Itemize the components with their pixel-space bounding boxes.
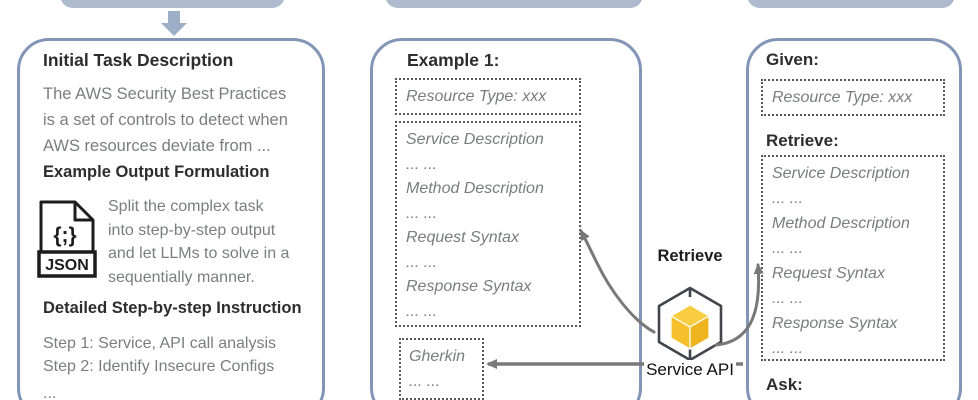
- service-api-label: Service API: [644, 360, 736, 380]
- api-doc-line: ... ...: [406, 253, 438, 271]
- panel-example-1: Example 1: Resource Type: xxx Service De…: [370, 38, 642, 400]
- step-line: Step 1: Service, API call analysis: [43, 335, 276, 352]
- api-doc-line: Request Syntax: [772, 265, 885, 282]
- api-doc-line: Response Syntax: [406, 278, 532, 295]
- example-output-heading: Example Output Formulation: [43, 163, 270, 181]
- detailed-instruction-heading: Detailed Step-by-step Instruction: [43, 299, 302, 317]
- api-doc-line: ... ...: [772, 240, 804, 257]
- json-icon-braces: {;}: [53, 224, 76, 247]
- json-icon-labelbox: [37, 250, 97, 278]
- paragraph-line: The AWS Security Best Practices: [43, 85, 287, 103]
- retrieve-heading: Retrieve:: [766, 131, 839, 150]
- panel-initial-task: Initial Task Description The AWS Securit…: [17, 38, 325, 400]
- top-bar-right: [747, 0, 955, 8]
- gherkin-box: Gherkin ... ...: [399, 338, 484, 400]
- api-doc-line: Response Syntax: [772, 315, 898, 332]
- gherkin-line: Gherkin: [409, 348, 466, 365]
- caption-line: and let LLMs to solve in a: [108, 245, 290, 262]
- api-doc-line: ... ...: [406, 302, 438, 320]
- task-description-paragraph: The AWS Security Best Practices is a set …: [43, 81, 288, 159]
- api-doc-line: Method Description: [772, 215, 910, 232]
- api-doc-line: ... ...: [772, 190, 804, 207]
- json-icon-label: JSON: [45, 257, 89, 274]
- top-bar-middle: [385, 0, 643, 8]
- caption-line: into step-by-step output: [108, 221, 276, 239]
- api-doc-line: ... ...: [772, 290, 804, 307]
- panel-gherkin-template: Given: Resource Type: xxx Retrieve: Serv…: [746, 38, 962, 400]
- caption-line: Split the complex task: [108, 198, 264, 215]
- service-api-cube-icon: [657, 286, 723, 362]
- given-heading: Given:: [766, 50, 819, 69]
- resource-type-text: Resource Type: xxx: [772, 88, 913, 106]
- resource-type-box: Resource Type: xxx: [761, 79, 945, 116]
- step-line: Step 2: Identify Insecure Configs: [43, 358, 275, 375]
- json-icon-dogear: [73, 202, 93, 222]
- api-doc-line: ... ...: [406, 155, 438, 173]
- ellipsis-text: ...: [43, 385, 57, 400]
- example-1-title: Example 1:: [407, 50, 500, 70]
- ask-heading: Ask:: [766, 375, 803, 394]
- retrieve-action-label: Retrieve: [643, 247, 737, 266]
- resource-type-box: Resource Type: xxx: [395, 78, 581, 115]
- gherkin-line: ... ...: [409, 373, 441, 390]
- json-file-icon: {;} JSON: [36, 199, 98, 279]
- api-doc-line: Method Description: [406, 180, 544, 197]
- json-icon-page: [39, 200, 95, 254]
- json-caption: Split the complex task into step-by-step …: [108, 195, 289, 289]
- panel-title: Initial Task Description: [43, 50, 234, 70]
- api-doc-box: Service Description ... ... Method Descrip…: [395, 121, 581, 327]
- top-bar-left: [60, 0, 285, 8]
- api-doc-line: Request Syntax: [406, 229, 519, 246]
- api-doc-box: Service Description ... ... Method Descrip…: [761, 155, 945, 361]
- caption-line: sequentially manner.: [108, 268, 255, 286]
- paragraph-line: AWS resources deviate from ...: [43, 137, 271, 155]
- api-doc-line: ... ...: [772, 340, 804, 357]
- api-doc-line: Service Description: [772, 165, 910, 182]
- api-doc-line: Service Description: [406, 131, 544, 148]
- paragraph-line: is a set of controls to detect when: [43, 111, 288, 129]
- cube-backing: [646, 280, 734, 362]
- api-doc-line: ... ...: [406, 204, 438, 222]
- resource-type-text: Resource Type: xxx: [406, 87, 547, 105]
- flow-down-arrow-icon: [161, 11, 187, 36]
